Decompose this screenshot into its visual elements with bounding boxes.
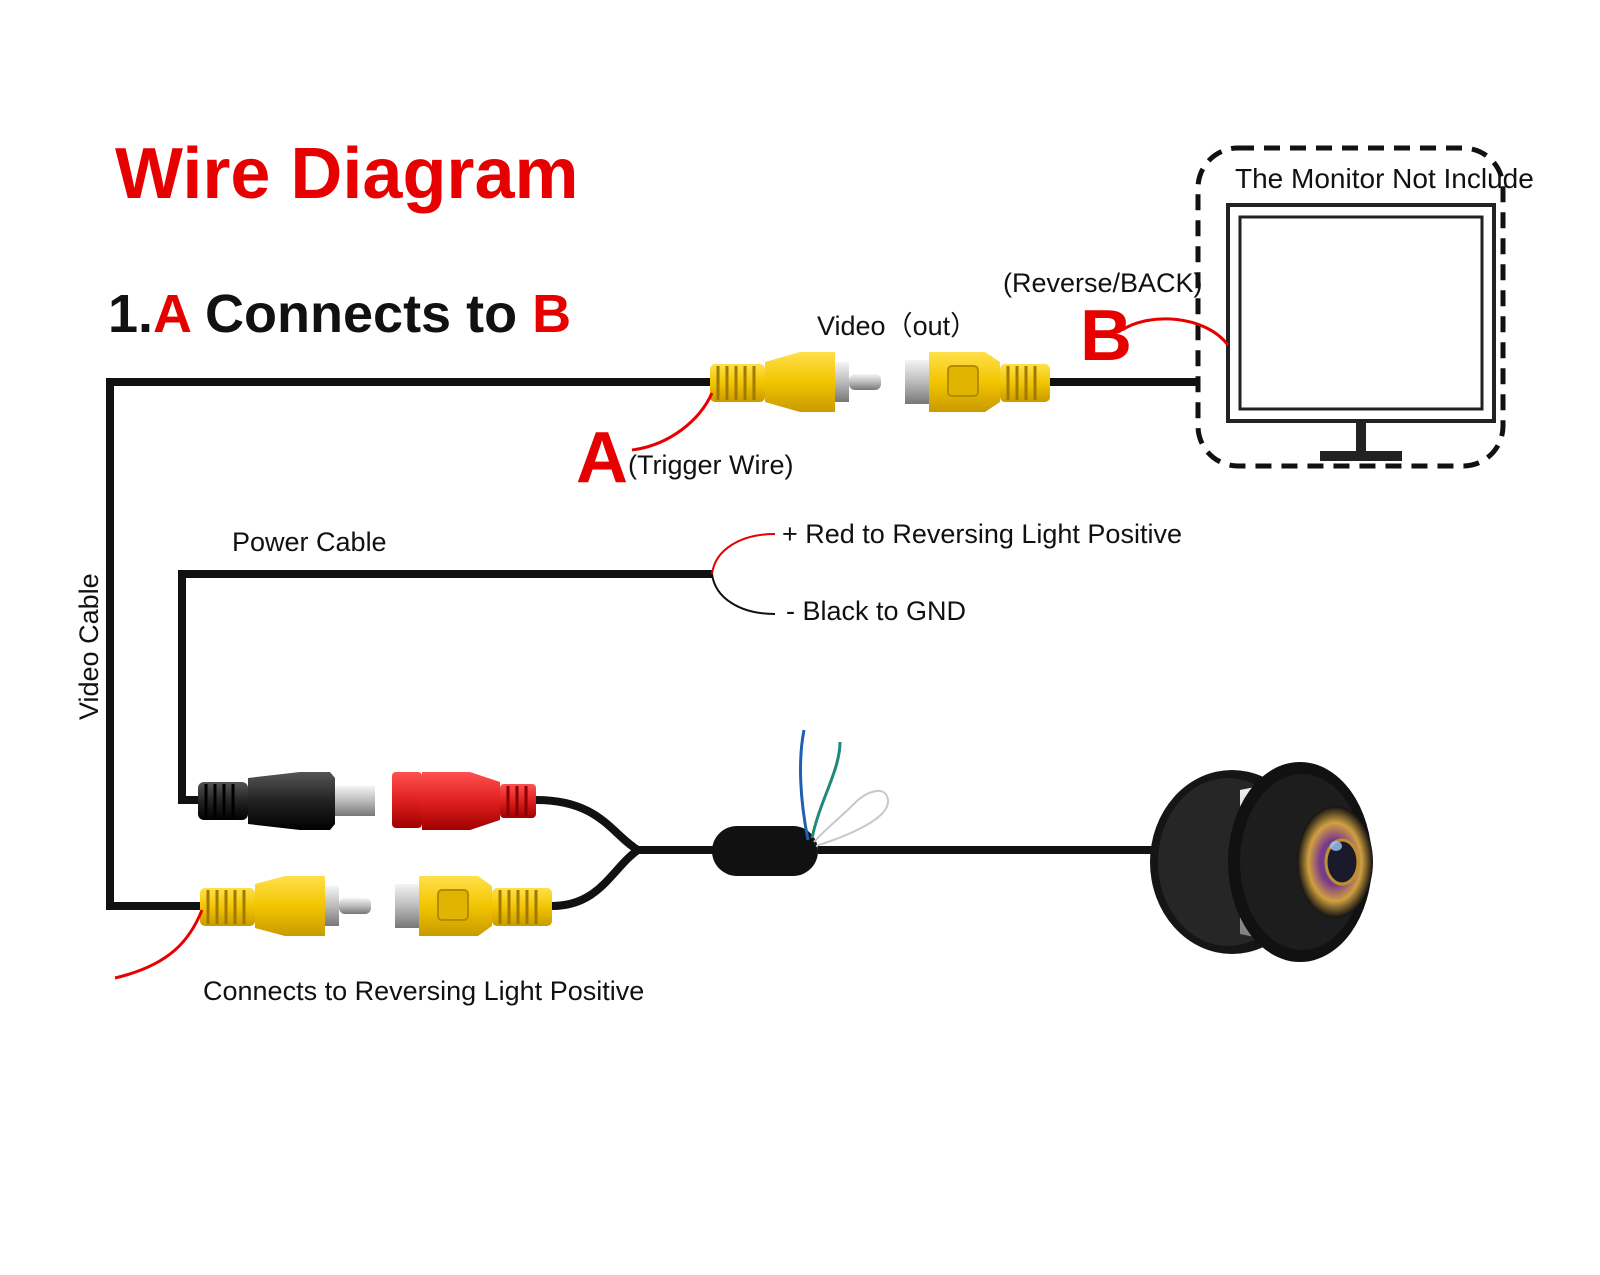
loose-teal-wire bbox=[810, 741, 842, 839]
rca-male-top-icon bbox=[710, 352, 881, 412]
marker-a: A bbox=[576, 418, 628, 498]
backup-camera-icon bbox=[1150, 762, 1373, 962]
monitor-screen bbox=[1238, 215, 1484, 411]
subtitle: 1.A Connects to B bbox=[108, 284, 571, 344]
loose-white-wire bbox=[813, 790, 890, 847]
monitor-dashed-frame bbox=[1195, 145, 1506, 469]
monitor-stand-neck bbox=[1356, 421, 1366, 453]
cable-junction-block bbox=[712, 826, 818, 876]
rca-female-top-icon bbox=[905, 352, 1050, 412]
video-out-label: Video（out） bbox=[817, 311, 977, 341]
video-cable-wire bbox=[106, 378, 710, 910]
rca-male-bottom-icon bbox=[200, 876, 371, 936]
red-positive-label: + Red to Reversing Light Positive bbox=[782, 519, 1182, 549]
video-branch-wire bbox=[551, 846, 641, 910]
monitor-not-included-label: The Monitor Not Include bbox=[1235, 163, 1534, 194]
loose-blue-wire bbox=[799, 729, 810, 841]
power-cable-label: Power Cable bbox=[232, 527, 387, 557]
reversing-light-red-wire bbox=[114, 909, 204, 980]
marker-b: B bbox=[1080, 296, 1132, 376]
trigger-wire-label: (Trigger Wire) bbox=[628, 450, 794, 480]
subtitle-b: B bbox=[532, 284, 571, 344]
subtitle-middle: Connects to bbox=[190, 284, 532, 344]
reversing-light-label: Connects to Reversing Light Positive bbox=[203, 976, 644, 1006]
monitor-stand-base bbox=[1320, 451, 1402, 461]
power-cable-wire bbox=[178, 570, 712, 804]
dc-power-jack-icon bbox=[392, 772, 536, 830]
power-branch-wire bbox=[535, 796, 720, 854]
power-black-lead bbox=[711, 573, 776, 615]
video-cable-label: Video Cable bbox=[74, 573, 104, 720]
reverse-back-label: (Reverse/BACK) bbox=[1003, 268, 1203, 298]
rca-female-bottom-icon bbox=[395, 876, 552, 936]
subtitle-prefix: 1. bbox=[108, 284, 153, 344]
dc-power-plug-icon bbox=[198, 772, 375, 830]
black-gnd-label: - Black to GND bbox=[786, 596, 966, 626]
page-title: Wire Diagram bbox=[115, 134, 579, 214]
trigger-wire-red bbox=[631, 392, 714, 452]
marker-b-pointer bbox=[1121, 317, 1230, 346]
monitor-icon bbox=[1195, 145, 1506, 469]
subtitle-a: A bbox=[153, 284, 191, 344]
power-red-lead bbox=[711, 533, 776, 575]
